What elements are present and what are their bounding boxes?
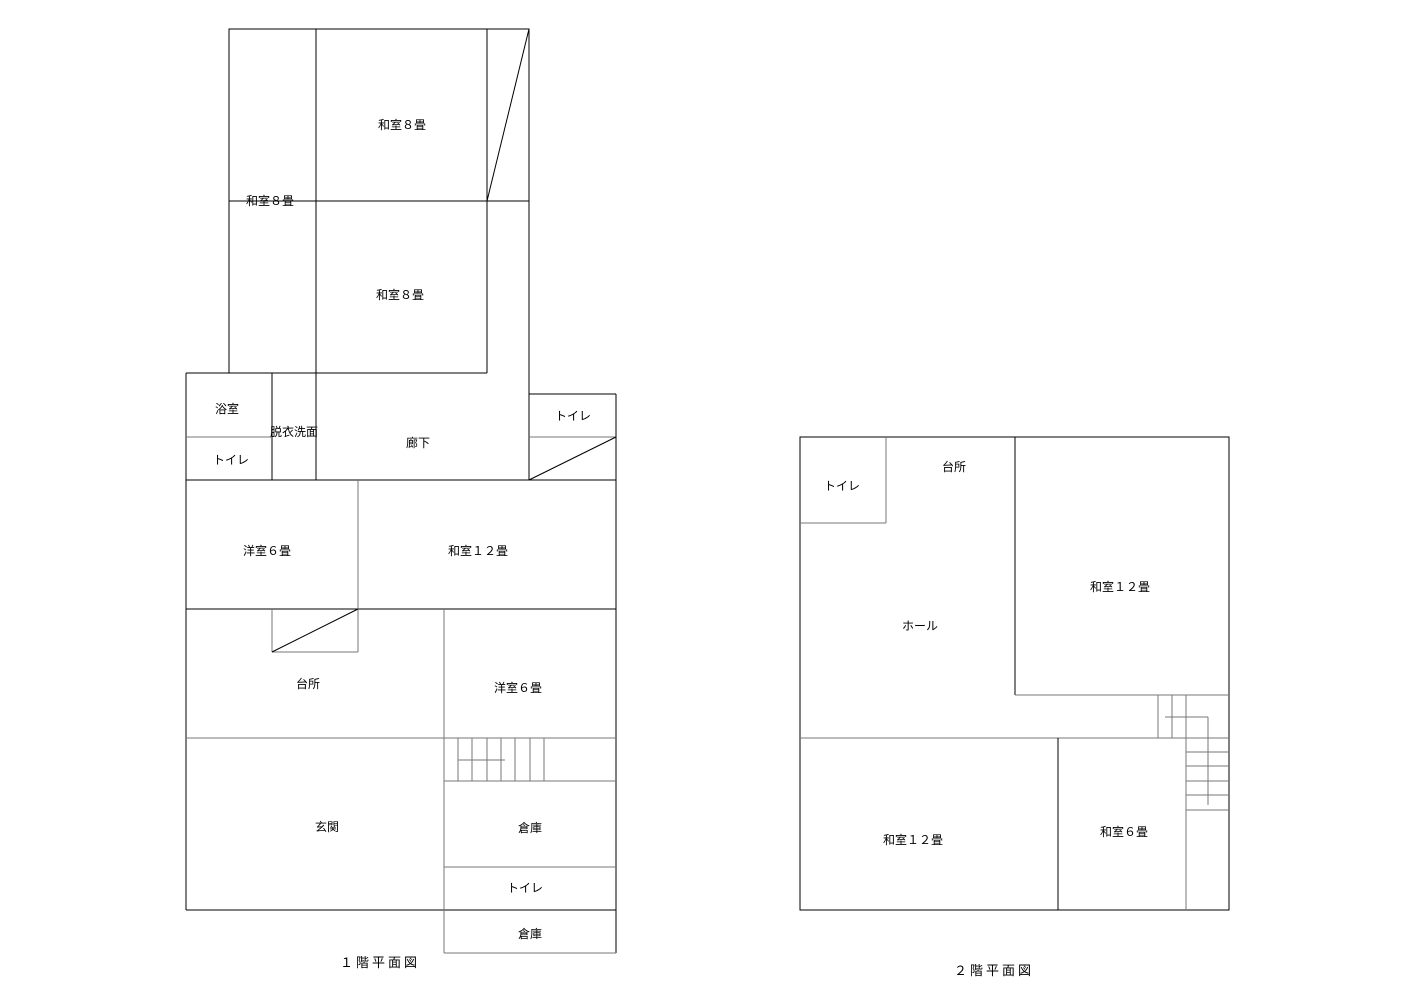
- room-label-yokushitsu: 浴室: [215, 401, 239, 416]
- room-label-washitsu8-mid: 和室８畳: [376, 287, 424, 302]
- room-label-rouka: 廊下: [406, 435, 430, 450]
- room-label-washitsu6: 和室６畳: [1100, 824, 1148, 839]
- room-label-washitsu12-a: 和室１２畳: [1090, 579, 1150, 594]
- room-label-toilet-left: トイレ: [213, 453, 249, 467]
- stair-diagonal: [528, 436, 617, 481]
- stair-diagonal: [486, 28, 530, 202]
- room-label-toilet: トイレ: [824, 479, 860, 493]
- stair-diagonal: [271, 608, 359, 653]
- floor1-plan: 和室８畳 和室８畳 和室８畳 浴室 脱衣洗面 トイレ 廊下 トイレ 洋室６畳 和…: [185, 28, 617, 971]
- room-label-youshitsu6-a: 洋室６畳: [243, 543, 291, 558]
- floor2-caption: ２階平面図: [954, 964, 1034, 979]
- room-label-daidokoro: 台所: [942, 459, 966, 474]
- room-label-hall: ホール: [902, 619, 938, 633]
- staircase-floor2: [1157, 695, 1229, 811]
- room-label-genkan: 玄関: [315, 819, 339, 834]
- staircase-floor1: [457, 738, 545, 781]
- floor2-plan: トイレ 台所 ホール 和室１２畳 和室１２畳 和室６畳 ２階平面図: [799, 436, 1230, 979]
- room-label-youshitsu6-b: 洋室６畳: [494, 680, 542, 695]
- room-label-souko-1: 倉庫: [518, 820, 542, 835]
- floor1-caption: １階平面図: [340, 956, 420, 971]
- room-label-toilet-right: トイレ: [555, 409, 591, 423]
- room-label-datsui: 脱衣洗面: [270, 424, 318, 439]
- upper-wing-top: [228, 28, 530, 202]
- room-label-toilet-bottom: トイレ: [507, 881, 543, 895]
- room-label-washitsu12-b: 和室１２畳: [883, 832, 943, 847]
- room-label-souko-2: 倉庫: [518, 926, 542, 941]
- room-label-washitsu8-left: 和室８畳: [246, 193, 294, 208]
- room-label-daidokoro: 台所: [296, 676, 320, 691]
- room-label-washitsu12: 和室１２畳: [448, 543, 508, 558]
- room-label-washitsu8-top: 和室８畳: [378, 117, 426, 132]
